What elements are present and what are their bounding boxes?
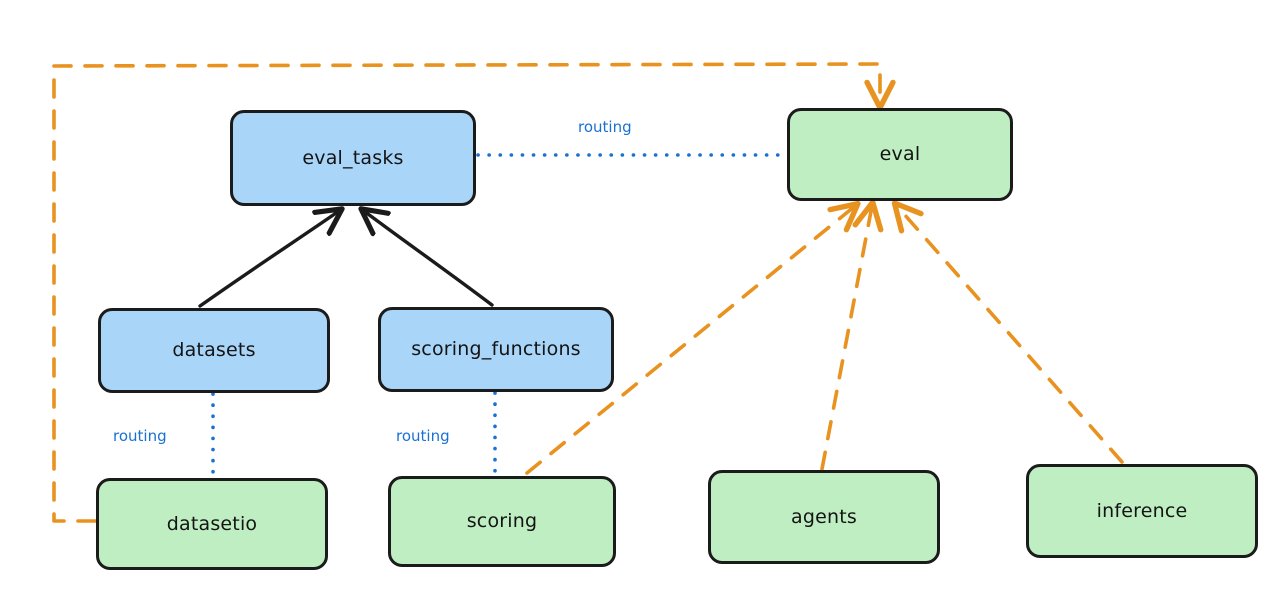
node-eval[interactable]: eval	[787, 108, 1013, 201]
node-label-inference: inference	[1096, 499, 1188, 522]
node-label-eval: eval	[879, 143, 921, 165]
edge-scoring-functions-to-eval-tasks	[364, 211, 494, 307]
node-label-datasets: datasets	[172, 339, 256, 361]
node-agents[interactable]: agents	[708, 470, 940, 564]
edge-scoring-to-eval	[525, 200, 861, 475]
node-datasetio[interactable]: datasetio	[96, 478, 328, 570]
node-label-agents: agents	[791, 505, 857, 528]
node-scoring-functions[interactable]: scoring_functions	[378, 307, 614, 392]
edge-label-routing-eval-tasks: routing	[578, 118, 632, 136]
node-label-scoring-functions: scoring_functions	[411, 338, 581, 360]
node-datasets[interactable]: datasets	[98, 308, 330, 393]
node-inference[interactable]: inference	[1026, 464, 1258, 558]
node-label-eval-tasks: eval_tasks	[302, 146, 404, 169]
edge-datasets-to-eval-tasks	[198, 211, 339, 308]
node-label-scoring: scoring	[466, 510, 538, 532]
edge-agents-to-eval	[820, 199, 884, 471]
edge-inference-to-eval	[891, 200, 1124, 464]
edge-label-routing-scoring-functions: routing	[396, 427, 450, 445]
edge-label-routing-datasets: routing	[113, 427, 167, 445]
node-eval-tasks[interactable]: eval_tasks	[230, 110, 476, 206]
edge-datasetio-to-eval	[52, 62, 896, 523]
node-label-datasetio: datasetio	[166, 512, 258, 535]
node-scoring[interactable]: scoring	[388, 476, 616, 567]
